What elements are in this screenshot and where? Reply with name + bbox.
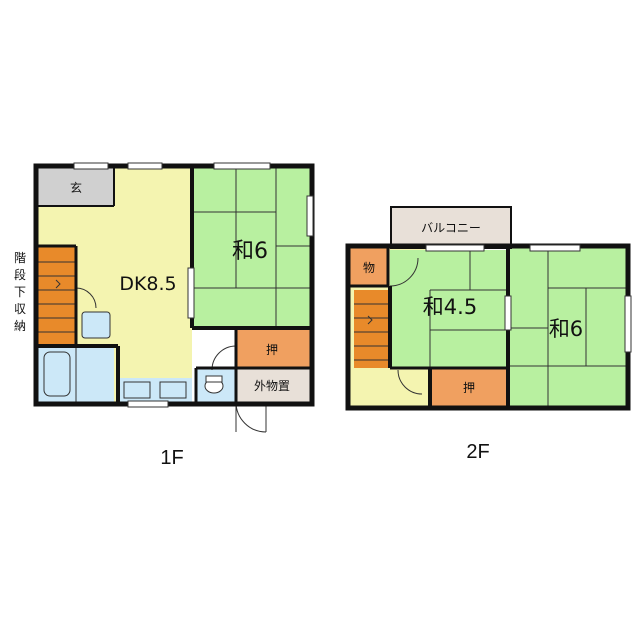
bathtub	[43, 351, 71, 397]
windows-2f	[425, 244, 632, 353]
washbasin	[81, 311, 111, 339]
floor-2: バルコニー 物 和4.5 和6 押 2F	[345, 206, 632, 463]
sink	[123, 381, 151, 399]
genkan-area	[38, 168, 114, 206]
stairs-2f	[354, 303, 390, 361]
stair-storage-label: 階 段 下 収 納	[14, 250, 26, 333]
doors-1f	[75, 287, 267, 433]
washitsu-6-area	[192, 168, 310, 328]
washitsu-45-label: 和4.5	[423, 295, 477, 319]
balcony-label: バルコニー	[421, 221, 481, 235]
storage-label: 外物置	[254, 379, 290, 393]
storage-2f-label: 物	[363, 261, 375, 275]
windows-1f	[73, 162, 314, 408]
washitsu-45-area	[390, 250, 508, 368]
stair-storage-char: 階	[14, 250, 26, 265]
washitsu-6b-area	[510, 248, 626, 406]
washitsu-6b-label: 和6	[549, 317, 583, 341]
genkan-label: 玄	[70, 180, 82, 195]
stairs-1f	[38, 261, 76, 333]
stair-storage-char: 段	[14, 267, 26, 282]
stove	[159, 381, 187, 399]
closet-area	[236, 330, 310, 368]
tatami-lines-2f	[429, 248, 626, 406]
closet-label: 押	[266, 343, 278, 357]
tatami-lines-1f	[192, 168, 310, 328]
dk-label: DK8.5	[119, 273, 176, 295]
balcony-area	[392, 208, 510, 248]
storage-area	[236, 368, 310, 402]
floor-1-label: 1F	[160, 447, 183, 469]
doors-2f	[389, 257, 423, 395]
floor-1: 玄 DK8.5 和6 押 外物置 階 段 下 収 納 1F	[14, 162, 315, 469]
stair-storage-char: 納	[14, 319, 26, 333]
stair-storage-char: 下	[14, 285, 26, 299]
stair-storage-char: 収	[14, 302, 26, 316]
closet-2f-area	[430, 368, 508, 406]
stairs-2f-area	[354, 290, 390, 368]
storage-2f-area	[350, 248, 388, 286]
stair-storage-area	[38, 246, 76, 346]
washitsu-6-label: 和6	[232, 239, 268, 264]
floor-2-label: 2F	[466, 441, 489, 463]
closet-2f-label: 押	[463, 381, 475, 395]
